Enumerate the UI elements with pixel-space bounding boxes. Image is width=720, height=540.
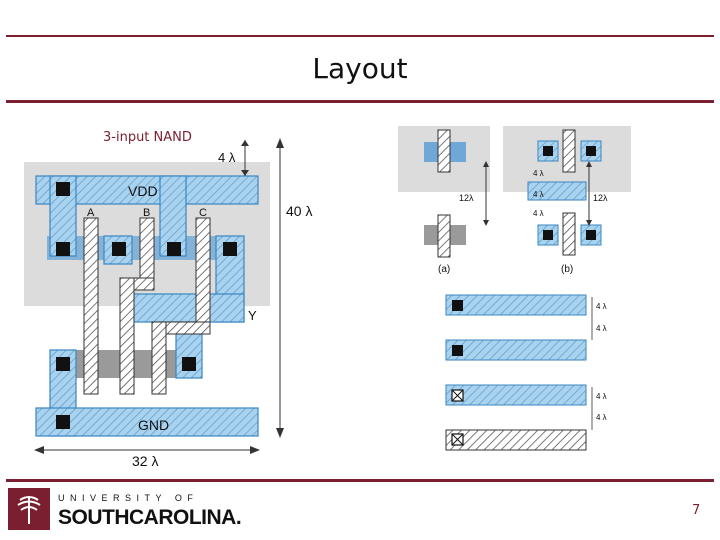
output-label-y: Y (248, 308, 257, 323)
spacing-b-metal-mid (527, 181, 587, 201)
spacing-b-gap-2: 4 λ (533, 190, 544, 199)
height-arrow-bottom (276, 428, 284, 438)
university-logo: UNIVERSITY OF SOUTHCAROLINA. (8, 488, 242, 530)
contact-pmos-3 (167, 242, 181, 256)
top-spacing-arrowhead (241, 170, 249, 176)
bar-3-cross-2 (451, 389, 464, 402)
poly-gate-b-upper (139, 217, 155, 285)
spacing-b-poly-top (562, 129, 576, 173)
contact-pmos-4 (223, 242, 237, 256)
input-label-a: A (87, 207, 95, 219)
poly-gate-c-lower (151, 321, 167, 395)
slide-title: Layout (312, 52, 408, 85)
contact-pmos-2 (112, 242, 126, 256)
spacing-b-contact-bottom-right (586, 230, 596, 240)
contact-gnd (56, 415, 70, 429)
bar-2-contact (452, 345, 463, 356)
spacing-b-gap-1: 4 λ (533, 169, 544, 178)
spacing-b-gap-3: 4 λ (533, 209, 544, 218)
bar-3 (445, 384, 587, 406)
top-spacing-arrowhead-up (241, 140, 249, 146)
input-label-c: C (199, 207, 207, 219)
palmetto-tree-icon (17, 496, 41, 524)
spacing-b-arrowhead-bottom (586, 220, 592, 226)
spacing-a-label: 12λ (459, 193, 474, 203)
bar-1-contact (452, 300, 463, 311)
gnd-rail (35, 407, 259, 437)
spacing-b-contact-bottom-left (543, 230, 553, 240)
gnd-label: GND (138, 417, 169, 433)
poly-gate-a (83, 217, 99, 395)
spacing-a-arrowhead-bottom (483, 220, 489, 226)
bar-1 (445, 294, 587, 316)
poly-gate-b-lower (119, 277, 135, 395)
width-arrow-left (34, 446, 44, 454)
spacing-b-contact-top-left (543, 146, 553, 156)
bar-gap-bottom-2: 4 λ (596, 413, 607, 422)
bar-gap-top-1: 4 λ (596, 302, 607, 311)
spacing-a-arrowhead-top (483, 161, 489, 167)
top-spacing-label: 4 λ (218, 150, 236, 165)
bar-4 (445, 429, 587, 451)
top-rule (6, 35, 714, 37)
university-line2: SOUTHCAROLINA. (58, 506, 241, 529)
footer-rule (6, 479, 714, 482)
spacing-a-poly-bottom (437, 214, 451, 258)
input-label-b: B (143, 207, 150, 219)
width-label: 32 λ (132, 453, 158, 469)
vdd-label: VDD (128, 183, 158, 199)
university-line1: UNIVERSITY OF (58, 493, 198, 503)
spacing-a-caption: (a) (438, 264, 450, 275)
diagram-subtitle: 3-input NAND (103, 130, 192, 145)
spacing-b-label: 12λ (593, 193, 608, 203)
contact-nmos-gnd (56, 357, 70, 371)
height-arrow-top (276, 138, 284, 148)
title-underline (6, 100, 714, 103)
contact-pmos-1 (56, 242, 70, 256)
contact-vdd (56, 182, 70, 196)
poly-gate-c-upper (195, 217, 211, 335)
width-arrow-right (250, 446, 260, 454)
spacing-b-arrowhead-top (586, 161, 592, 167)
contact-nmos-out (182, 357, 196, 371)
bar-gap-bottom-1: 4 λ (596, 392, 607, 401)
height-label: 40 λ (286, 203, 312, 219)
bar-4-cross-2 (451, 433, 464, 446)
spacing-a-poly-top (437, 129, 451, 173)
spacing-b-poly-bottom (562, 212, 576, 256)
spacing-b-contact-top-right (586, 146, 596, 156)
bar-2 (445, 339, 587, 361)
page-number: 7 (692, 503, 701, 518)
output-metal-horizontal (131, 293, 245, 323)
spacing-b-caption: (b) (561, 264, 573, 275)
bar-gap-top-2: 4 λ (596, 324, 607, 333)
